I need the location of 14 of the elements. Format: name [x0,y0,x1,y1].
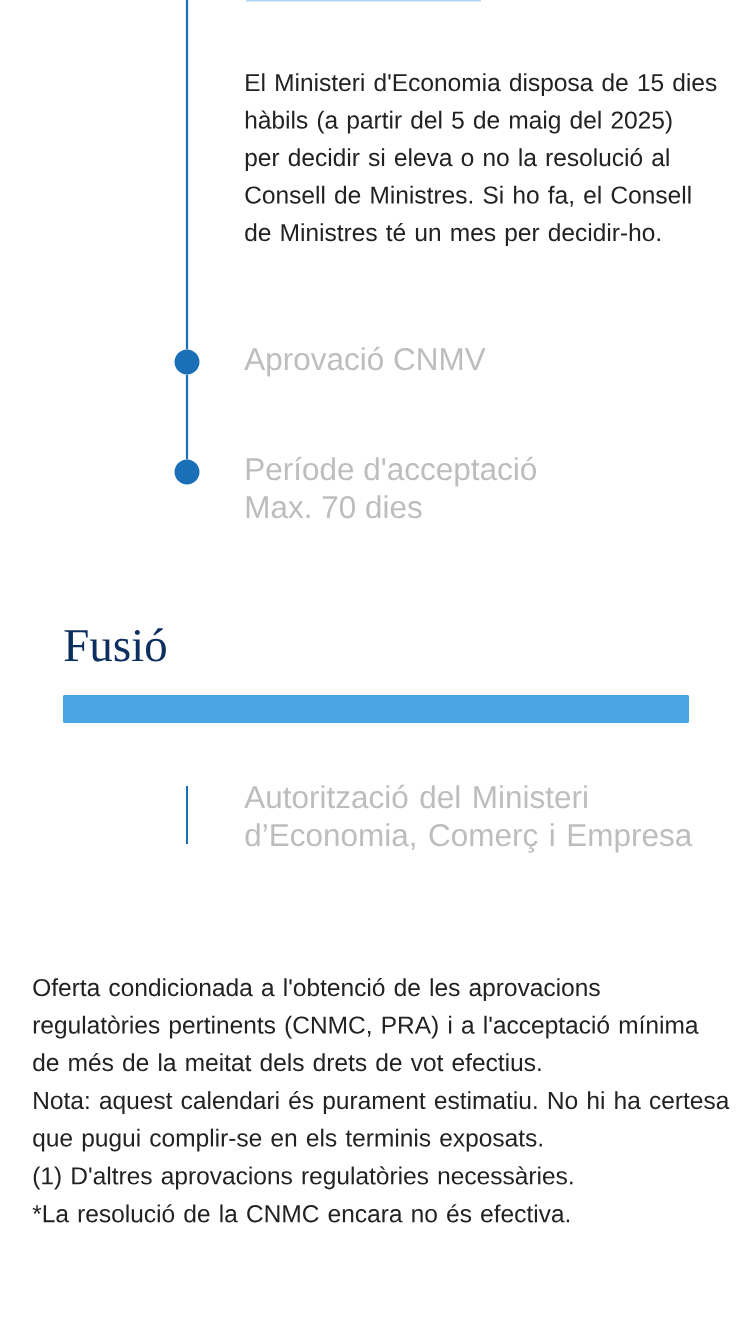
timeline-line [185,374,189,460]
timeline-dot [174,349,200,375]
milestone-label: Període d'acceptació [246,456,536,487]
timeline-dot [174,459,200,485]
footnote-text: Oferta condicionada a l'obtenció de les aprovacions regulatòries pertinents (CNMC, PRA) i a l'acceptació mínima de més de la meitat dels drets de vot efectius. [33,978,699,1072]
section-heading: Fusió [64,628,166,662]
footnote-text: Nota: aquest calendari és purament estimatiu. No hi ha certesa que pugui complir-se en els terminis exposats. [33,1090,730,1152]
footnote-text: (1) D'altres aprovacions regulatòries necessàries. [33,1166,573,1190]
milestone-label: Autorització del Ministeri d’Economia, Comerç i Empresa [244,784,693,853]
timeline-line [185,0,189,350]
duration-label: Max. 70 dies [246,495,422,519]
description-text: El Ministeri d'Economia disposa de 15 dies hàbils (a partir del 5 de maig del 2025) per decidir si eleva o no la resolució al Consell de Ministres. Si ho fa, el Consell de Ministres té un mes per decidir-ho. [245,73,717,247]
footnote-text: *La resolució de la CNMC encara no és efectiva. [32,1204,570,1223]
milestone-label: Aprovació CNMV [244,346,486,377]
